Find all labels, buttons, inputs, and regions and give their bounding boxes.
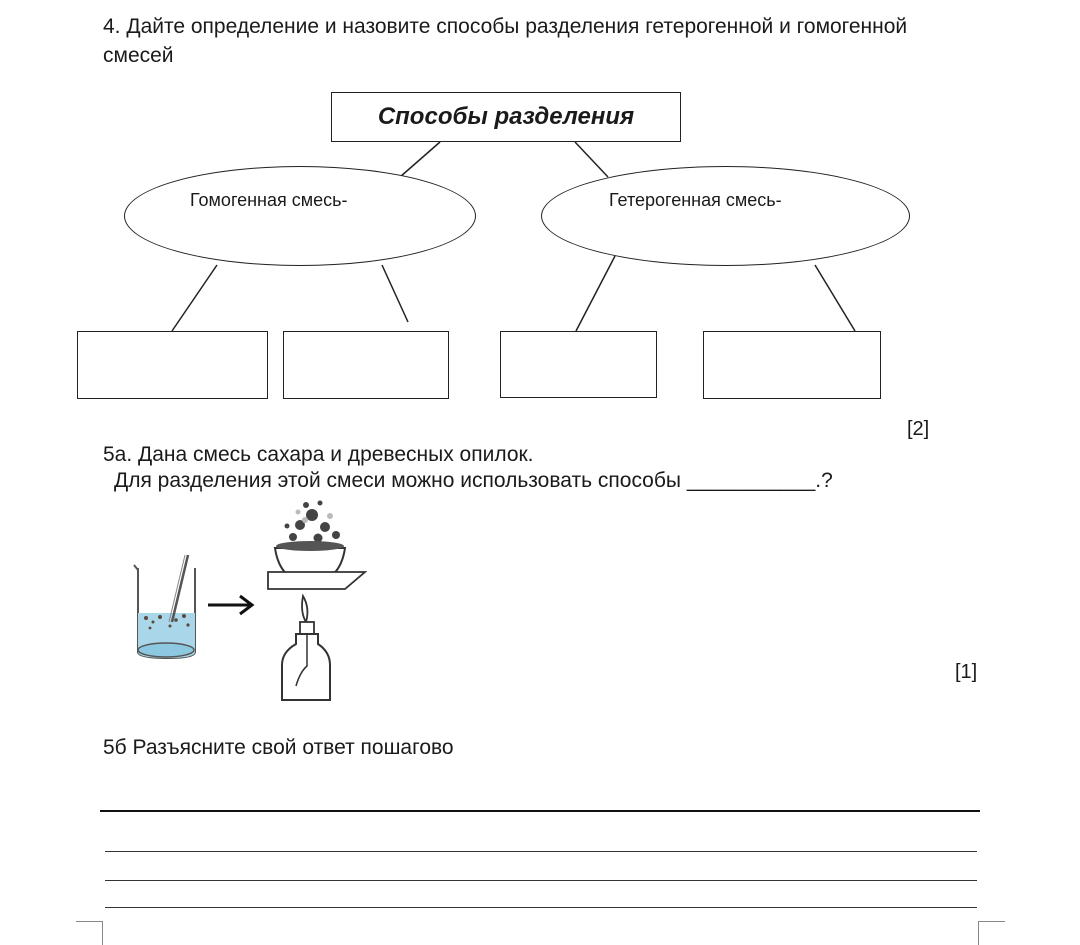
homogeneous-ellipse [124, 166, 476, 266]
homogeneous-label: Гомогенная смесь- [190, 190, 348, 210]
question-5a-line1: 5а. Дана смесь сахара и древесных опилок… [103, 443, 534, 466]
answer-line-3[interactable] [105, 880, 977, 881]
heterogeneous-ellipse [541, 166, 910, 266]
spirit-lamp-icon [281, 593, 331, 701]
question-5b-text: 5б Разъясните свой ответ пошагово [103, 736, 454, 759]
answer-box-2[interactable] [283, 331, 449, 399]
diagram-title: Способы разделения [377, 103, 635, 130]
question-4-text: 4. Дайте определение и назовите способы … [103, 15, 908, 67]
answer-box-1[interactable] [77, 331, 268, 399]
evaporating-dish-icon [267, 500, 368, 590]
score-q4: [2] [907, 418, 930, 440]
arrow-right-icon [208, 594, 255, 616]
page-corner-left [76, 921, 103, 945]
answer-box-3[interactable] [500, 331, 657, 398]
page-corner-right [978, 921, 1005, 945]
answer-line-2[interactable] [105, 851, 977, 852]
answer-box-4[interactable] [703, 331, 881, 399]
answer-line-4[interactable] [105, 907, 977, 908]
question-5a-line2: Для разделения этой смеси можно использо… [114, 469, 833, 492]
score-q5a: [1] [955, 661, 978, 683]
answer-line-1[interactable] [100, 810, 980, 812]
heterogeneous-label: Гетерогенная смесь- [609, 190, 782, 210]
beaker-icon [133, 554, 196, 660]
diagram-title-box: Способы разделения [331, 92, 681, 142]
